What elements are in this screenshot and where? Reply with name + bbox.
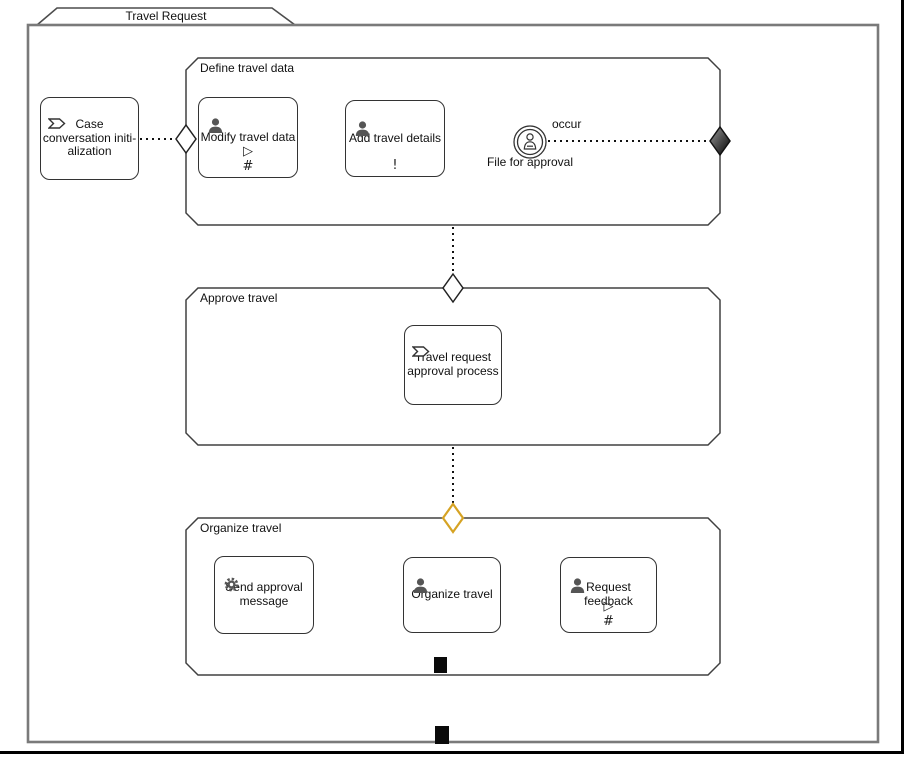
task-request-feedback[interactable]: Request feedback ▷ # — [560, 557, 657, 633]
task-modify-travel-data[interactable]: Modify travel data ▷ # — [198, 97, 298, 178]
canvas-frame-right — [901, 0, 904, 754]
entry-criterion-define[interactable] — [175, 123, 197, 155]
task-organize-travel[interactable]: Organize travel — [403, 557, 501, 633]
manual-activation-marker: ▷ — [603, 599, 614, 615]
user-icon — [568, 564, 586, 593]
task-label: Modify travel data — [200, 129, 296, 144]
stage-label-approve: Approve travel — [200, 291, 278, 305]
task-send-approval-message[interactable]: Send approval message — [214, 556, 314, 634]
task-add-travel-details[interactable]: Add travel details ! — [345, 100, 445, 177]
task-label: Travel request approval process — [407, 350, 499, 378]
manual-activation-marker: ▷ — [243, 144, 253, 160]
case-title: Travel Request — [125, 9, 207, 23]
user-icon — [353, 107, 371, 136]
user-icon — [411, 564, 429, 593]
user-event-icon — [523, 133, 537, 150]
planning-table-marker-stage[interactable] — [434, 657, 447, 673]
repetition-marker: # — [242, 159, 254, 175]
exit-criterion-define[interactable] — [709, 125, 731, 157]
task-label: Add travel details — [348, 130, 442, 145]
task-travel-request-approval-process[interactable]: Travel request approval process — [404, 325, 502, 405]
event-label-file-for-approval: File for approval — [486, 155, 574, 169]
canvas-frame-bottom — [0, 751, 904, 754]
planning-table-marker-case[interactable] — [435, 726, 449, 744]
required-marker: ! — [392, 158, 398, 174]
task-label: Send approval message — [225, 580, 303, 608]
task-markers: ! — [346, 144, 444, 174]
stage-label-organize: Organize travel — [200, 521, 282, 535]
process-chevron-icon — [411, 332, 430, 357]
entry-criterion-approve[interactable] — [442, 272, 464, 304]
task-case-conversation-initialization[interactable]: Case conversation initi- alization — [40, 97, 139, 180]
repetition-marker: # — [603, 614, 614, 630]
stage-label-define: Define travel data — [200, 61, 295, 75]
stage-define-travel-data[interactable] — [185, 57, 721, 226]
user-icon — [206, 104, 224, 133]
process-chevron-icon — [47, 104, 66, 129]
occur-label: occur — [552, 117, 582, 131]
gear-icon — [222, 563, 240, 592]
entry-criterion-organize-highlighted[interactable] — [441, 502, 465, 534]
task-label: Case conversation initi- alization — [42, 116, 137, 159]
task-label: Request feedback — [584, 580, 633, 608]
task-markers: ▷ # — [199, 130, 297, 175]
task-markers: ▷ # — [561, 585, 656, 630]
